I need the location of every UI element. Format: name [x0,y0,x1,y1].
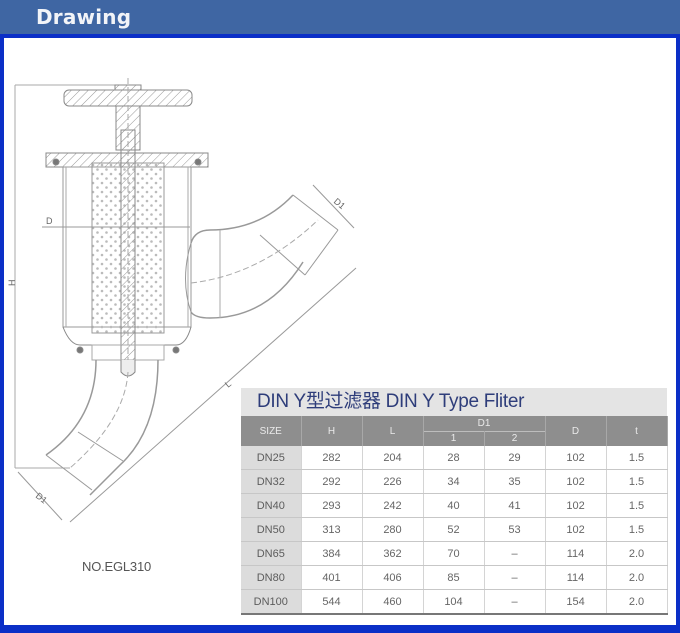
header-bar: Drawing [0,0,680,38]
cell-l: 204 [362,446,424,470]
cell-size: DN50 [241,517,302,542]
table-row: DN80 401 406 85 – 114 2.0 [241,565,668,590]
cell-d: 114 [545,565,607,590]
cell-d1-2: 29 [484,446,546,470]
table-row: DN25 282 204 28 29 102 1.5 [241,446,668,470]
cell-t: 2.0 [606,589,668,615]
cell-h: 313 [301,517,363,542]
cell-d1-2: 41 [484,493,546,518]
cell-d1-1: 85 [423,565,485,590]
cell-t: 2.0 [606,541,668,566]
col-header-t: t [606,416,668,446]
cell-d1-1: 104 [423,589,485,615]
page-title: Drawing [36,5,132,29]
cell-t: 1.5 [606,469,668,494]
cell-h: 282 [301,446,363,470]
cell-d1-1: 52 [423,517,485,542]
table-row: DN40 293 242 40 41 102 1.5 [241,493,668,518]
col-header-h: H [301,416,363,446]
col-header-size: SIZE [241,416,302,446]
col-header-d1-2: 2 [484,430,546,446]
cell-t: 1.5 [606,493,668,518]
cell-h: 544 [301,589,363,615]
cell-size: DN40 [241,493,302,518]
cell-l: 362 [362,541,424,566]
svg-text:D1: D1 [332,196,347,211]
cell-h: 293 [301,493,363,518]
cell-d: 114 [545,541,607,566]
spec-table: SIZE H L D1 D t 1 2 DN25 282 204 28 29 1… [241,416,668,615]
spec-table-title: DIN Y型过滤器 DIN Y Type Fliter [241,388,667,416]
cell-l: 226 [362,469,424,494]
cell-l: 460 [362,589,424,615]
cell-h: 292 [301,469,363,494]
cell-l: 406 [362,565,424,590]
table-row: DN100 544 460 104 – 154 2.0 [241,589,668,615]
cell-d1-2: – [484,565,546,590]
cell-d: 102 [545,446,607,470]
cell-d1-1: 70 [423,541,485,566]
cell-d1-2: – [484,589,546,615]
svg-text:D: D [46,216,53,226]
cell-d1-2: 53 [484,517,546,542]
cell-t: 1.5 [606,517,668,542]
spec-table-panel: DIN Y型过滤器 DIN Y Type Fliter SIZE H L D1 … [241,388,668,615]
col-header-l: L [362,416,424,446]
table-row: DN32 292 226 34 35 102 1.5 [241,469,668,494]
cell-size: DN32 [241,469,302,494]
cell-size: DN100 [241,589,302,615]
cell-l: 242 [362,493,424,518]
cell-size: DN65 [241,541,302,566]
cell-d: 102 [545,493,607,518]
cell-d1-2: – [484,541,546,566]
svg-text:L: L [223,379,233,390]
cell-size: DN80 [241,565,302,590]
col-header-d: D [545,416,607,446]
cell-size: DN25 [241,446,302,470]
part-number: NO.EGL310 [82,559,152,574]
col-header-d1-1: 1 [423,430,485,446]
cell-d1-1: 40 [423,493,485,518]
cell-d1-1: 34 [423,469,485,494]
cell-d1-2: 35 [484,469,546,494]
cell-d: 154 [545,589,607,615]
svg-text:H: H [7,280,17,287]
cell-d: 102 [545,517,607,542]
cell-t: 1.5 [606,446,668,470]
content-frame [0,38,680,633]
col-header-d1: D1 [423,416,546,431]
cell-d1-1: 28 [423,446,485,470]
table-row: DN50 313 280 52 53 102 1.5 [241,517,668,542]
cell-d: 102 [545,469,607,494]
cell-h: 384 [301,541,363,566]
cell-t: 2.0 [606,565,668,590]
cell-l: 280 [362,517,424,542]
table-row: DN65 384 362 70 – 114 2.0 [241,541,668,566]
cell-h: 401 [301,565,363,590]
y-filter-technical-drawing: D D1 D1 L H [7,78,357,523]
